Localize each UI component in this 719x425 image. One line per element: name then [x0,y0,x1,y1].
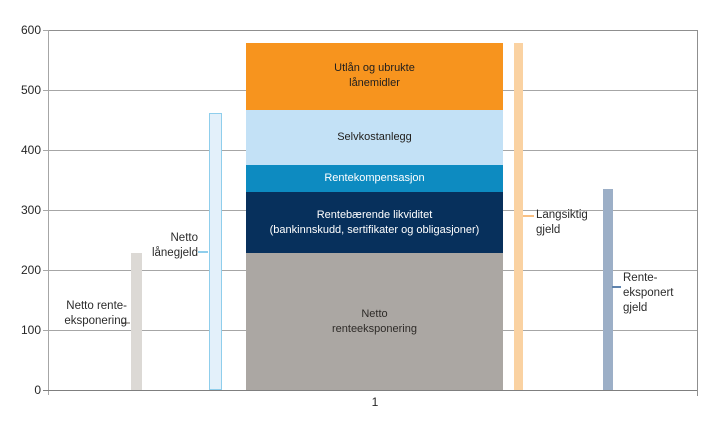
callout-leader-renteeksponert-gjeld [612,286,621,288]
y-axis-line [48,30,49,395]
y-tick-label: 500 [20,83,41,97]
stacked-bar-segment-1 [246,192,503,254]
callout-label-line: Langsiktig [536,209,588,221]
callout-label-line: eksponert [623,287,674,299]
y-gridline [48,30,697,31]
y-axis-tick [43,210,48,211]
y-tick-label: 100 [20,323,41,337]
callout-langsiktig-gjeld: Langsiktig gjeld [536,208,588,238]
bar-netto-lanegjeld [209,112,222,390]
stacked-bar-segment-0 [246,253,503,390]
y-tick-label: 600 [20,23,41,37]
y-axis-tick [43,330,48,331]
callout-label-line: Netto [170,232,199,244]
y-axis-tick [43,90,48,91]
y-tick-label: 200 [20,263,41,277]
callout-label-line: Rente- [623,272,658,284]
callout-label-line: Netto rente- [66,300,127,312]
callout-leader-netto-lanegjeld [198,251,208,253]
callout-label-line: gjeld [623,302,648,314]
plot-right-border [697,30,698,396]
callout-leader-langsiktig-gjeld [523,215,534,217]
y-tick-label: 400 [20,143,41,157]
callout-label-line: lånegjeld [151,247,198,259]
y-tick-label: 300 [20,203,41,217]
callout-renteeksponert-gjeld: Rente-eksponert gjeld [623,271,674,316]
x-axis-line [43,390,697,391]
callout-netto-renteeksponering: Netto rente-eksponering [64,299,127,329]
y-tick-label: 0 [34,383,41,397]
y-axis-tick [43,150,48,151]
callout-leader-netto-renteeksponering [121,322,130,324]
bar-langsiktig-gjeld [514,43,523,390]
y-axis-tick [43,270,48,271]
bar-netto-renteeksponering [131,253,142,390]
y-axis-tick [43,30,48,31]
callout-label-line: eksponering [64,315,127,327]
callout-netto-lanegjeld: Netto lånegjeld [152,231,198,261]
callout-label-line: gjeld [536,224,561,236]
stacked-bar-segment-3 [246,109,503,165]
x-axis-tick-label: 1 [371,395,379,409]
bar-renteeksponert-gjeld [603,189,613,390]
stacked-bar-segment-4 [246,43,503,110]
stacked-bar-segment-2 [246,165,503,192]
